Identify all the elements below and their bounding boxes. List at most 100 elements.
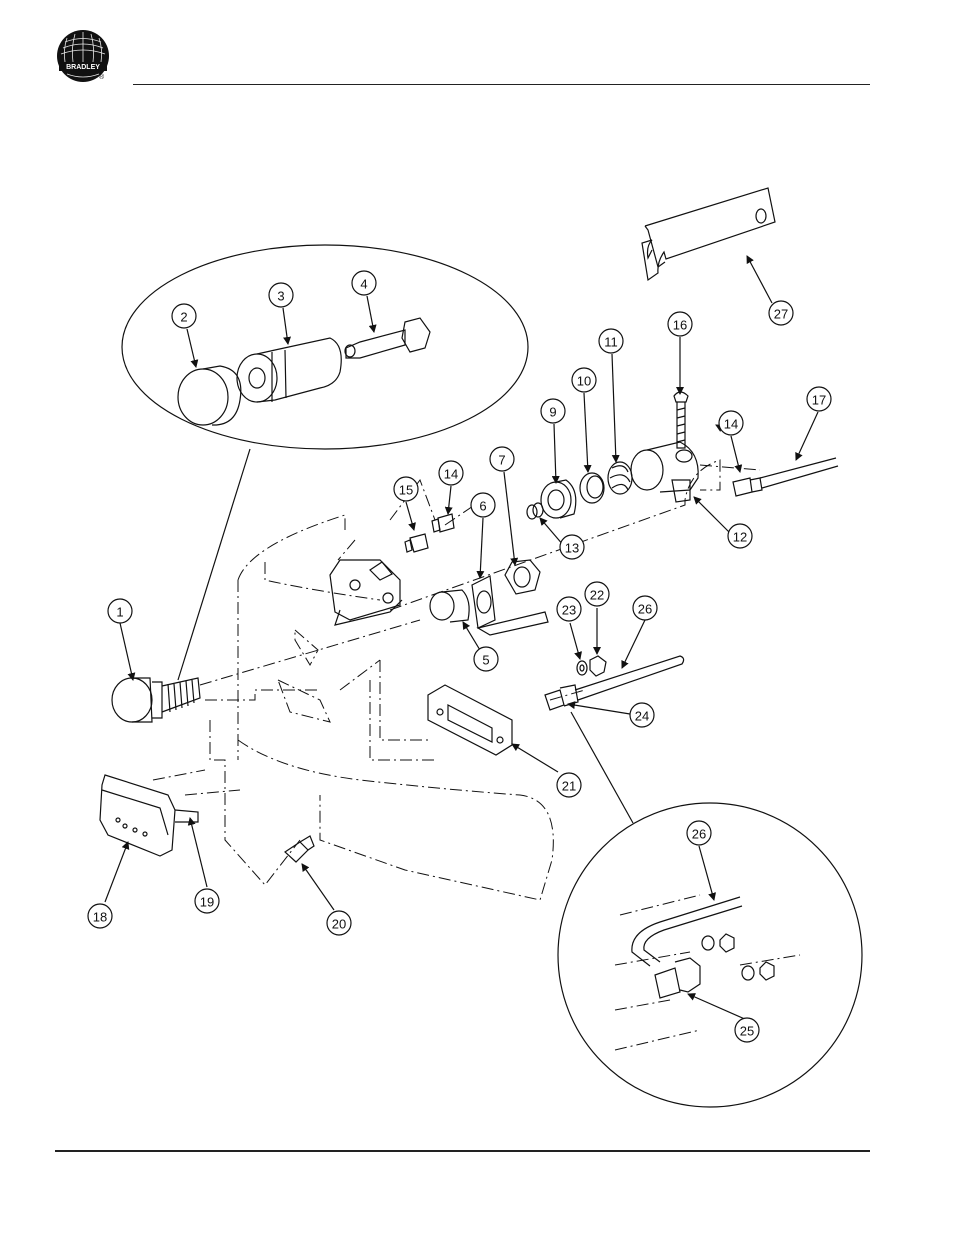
callout-circle bbox=[571, 367, 597, 393]
callout-circle bbox=[171, 303, 197, 329]
callout-label: 25 bbox=[740, 1024, 754, 1039]
callout-label: 16 bbox=[673, 318, 687, 333]
header-rule bbox=[133, 84, 870, 85]
callout-circle bbox=[632, 595, 658, 621]
callout-21: 21 bbox=[556, 772, 582, 798]
callout-circle bbox=[629, 702, 655, 728]
callout-circle bbox=[470, 492, 496, 518]
callout-24: 24 bbox=[629, 702, 655, 728]
callout-circle bbox=[768, 300, 794, 326]
callout-circle bbox=[806, 386, 832, 412]
part-19-pin bbox=[174, 809, 199, 823]
callout-label: 26 bbox=[638, 602, 652, 617]
callout-14: 14 bbox=[438, 460, 464, 486]
part-14-fitting bbox=[431, 513, 455, 533]
callout-circle bbox=[489, 446, 515, 472]
part-20-fitting bbox=[284, 835, 315, 863]
callout-circle bbox=[473, 646, 499, 672]
callout-circle bbox=[734, 1017, 760, 1043]
callout-7: 7 bbox=[489, 446, 515, 472]
callout-circle bbox=[727, 523, 753, 549]
callout-label: 19 bbox=[200, 895, 214, 910]
callout-label: 6 bbox=[479, 499, 486, 514]
callout-16: 16 bbox=[667, 311, 693, 337]
callout-3: 3 bbox=[268, 282, 294, 308]
callout-label: 23 bbox=[562, 603, 576, 618]
callout-15: 15 bbox=[393, 476, 419, 502]
callout-20: 20 bbox=[326, 910, 352, 936]
part-17-tube bbox=[759, 457, 839, 489]
callout-circle bbox=[559, 534, 585, 560]
callout-1: 1 bbox=[107, 598, 133, 624]
callout-label: 22 bbox=[590, 588, 604, 603]
part-23-washer bbox=[576, 660, 588, 676]
valve-body bbox=[329, 559, 403, 626]
callout-label: 13 bbox=[565, 541, 579, 556]
callout-label: 12 bbox=[733, 530, 747, 545]
part-12-housing bbox=[630, 441, 699, 503]
part-2-cap bbox=[177, 365, 242, 426]
part-1-button bbox=[111, 677, 201, 723]
part-21-plate bbox=[427, 684, 513, 756]
callout-26b: 26 bbox=[686, 820, 712, 846]
callout-label: 14 bbox=[444, 467, 458, 482]
callout-17: 17 bbox=[806, 386, 832, 412]
callout-label: 15 bbox=[399, 483, 413, 498]
callout-25: 25 bbox=[734, 1017, 760, 1043]
callout-circle bbox=[667, 311, 693, 337]
callout-circle bbox=[598, 328, 624, 354]
part-3-body bbox=[236, 337, 342, 403]
callout-circle bbox=[686, 820, 712, 846]
part-9-seat bbox=[540, 479, 577, 519]
callout-5: 5 bbox=[473, 646, 499, 672]
callout-12: 12 bbox=[727, 523, 753, 549]
callout-circle bbox=[107, 598, 133, 624]
callout-4: 4 bbox=[351, 270, 377, 296]
detail-ellipse-top bbox=[121, 244, 529, 450]
wrench-part bbox=[641, 187, 776, 282]
detail-circle-bottom bbox=[557, 802, 863, 1108]
callout-circle bbox=[194, 888, 220, 914]
callout-circle bbox=[326, 910, 352, 936]
part-24-fitting bbox=[544, 684, 579, 711]
callout-10: 10 bbox=[571, 367, 597, 393]
callout-23: 23 bbox=[556, 596, 582, 622]
part-26-tube bbox=[574, 655, 685, 701]
part-15-fitting bbox=[404, 533, 429, 553]
callout-9: 9 bbox=[540, 398, 566, 424]
callout-19: 19 bbox=[194, 888, 220, 914]
callout-label: 21 bbox=[562, 779, 576, 794]
callout-label: 1 bbox=[116, 605, 123, 620]
callout-label: 3 bbox=[277, 289, 284, 304]
callout-6: 6 bbox=[470, 492, 496, 518]
callout-label: 14 bbox=[724, 417, 738, 432]
callout-2: 2 bbox=[171, 303, 197, 329]
part-14b-fitting bbox=[732, 477, 763, 497]
bradley-logo: BRADLEY bbox=[57, 30, 109, 82]
callout-label: 26 bbox=[692, 827, 706, 842]
part-16-screw bbox=[673, 391, 689, 449]
part-4-shaft bbox=[344, 317, 431, 359]
callout-circle bbox=[584, 581, 610, 607]
callout-label: 10 bbox=[577, 374, 591, 389]
callout-circle bbox=[87, 903, 113, 929]
part-6-bracket bbox=[471, 575, 549, 636]
callout-label: 5 bbox=[482, 653, 489, 668]
callout-26: 26 bbox=[632, 595, 658, 621]
part-11-spring bbox=[607, 461, 633, 495]
part-18-escutcheon bbox=[99, 774, 176, 857]
callout-label: 9 bbox=[549, 405, 556, 420]
callout-22: 22 bbox=[584, 581, 610, 607]
callout-circle bbox=[718, 410, 744, 436]
part-13-washer bbox=[526, 502, 544, 520]
callout-circle bbox=[556, 596, 582, 622]
callout-circle bbox=[556, 772, 582, 798]
part-22-nut bbox=[589, 655, 607, 677]
part-5-sleeve bbox=[429, 589, 470, 623]
callout-14b: 14 bbox=[718, 410, 744, 436]
registered-mark: ® bbox=[99, 74, 105, 81]
callout-circle bbox=[268, 282, 294, 308]
callout-label: 20 bbox=[332, 917, 346, 932]
